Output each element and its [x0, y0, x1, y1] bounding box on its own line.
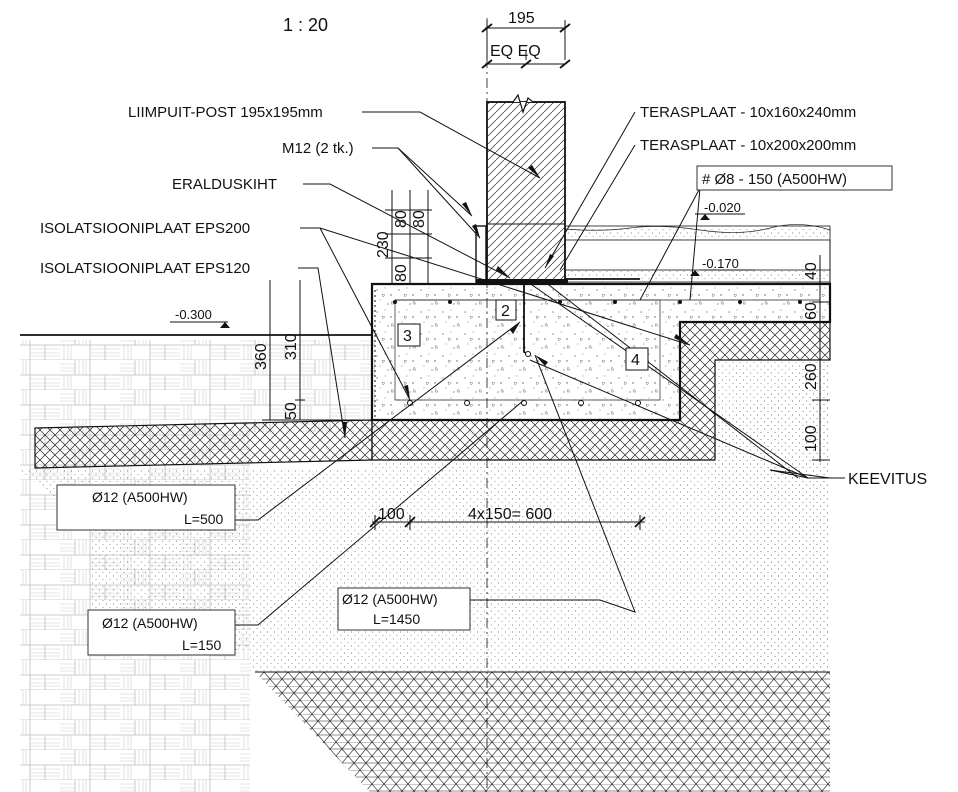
- label-mesh: # Ø8 - 150 (A500HW): [702, 171, 847, 188]
- rebar-1-len: L=500: [184, 511, 224, 527]
- scale-label: 1 : 20: [283, 15, 328, 35]
- dim-100v: 100: [803, 425, 820, 452]
- level-markers: [170, 213, 755, 328]
- label-eps120: ISOLATSIOONIPLAAT EPS120: [40, 260, 250, 277]
- dim-260: 260: [803, 363, 820, 390]
- leader-lines: [235, 111, 845, 626]
- rebar-box-1: [56, 484, 236, 531]
- dim-230: 230: [375, 231, 392, 258]
- dim-60: 60: [803, 302, 820, 320]
- dim-360: 360: [253, 343, 270, 370]
- dim-40: 40: [803, 262, 820, 280]
- marker-4: 4: [631, 352, 640, 369]
- rebar-box-2: [87, 609, 236, 656]
- label-eps200: ISOLATSIOONIPLAAT EPS200: [40, 220, 250, 237]
- marker-2: 2: [501, 303, 510, 320]
- label-plate1: TERASPLAAT - 10x160x240mm: [640, 104, 856, 121]
- level-ground: -0.300: [175, 307, 212, 322]
- rebar-1-dia: Ø12 (A500HW): [92, 489, 188, 505]
- label-welding: KEEVITUS: [848, 471, 927, 488]
- dim-50: 50: [283, 402, 300, 420]
- arrowheads: [342, 165, 690, 438]
- label-separation: ERALDUSKIHT: [172, 176, 277, 193]
- dim-80b: 80: [411, 210, 428, 228]
- rebar-3-len: L=1450: [373, 611, 420, 627]
- post-width-dimension: 195: [508, 10, 535, 27]
- marker-3: 3: [403, 328, 412, 345]
- label-plate2: TERASPLAAT - 10x200x200mm: [640, 137, 856, 154]
- level-slab: -0.170: [702, 256, 739, 271]
- dimension-lines: [262, 20, 830, 530]
- dim-80a: 80: [393, 210, 410, 228]
- level-top: -0.020: [704, 200, 741, 215]
- rebar-cage: [393, 299, 820, 406]
- gravel-layer: [255, 672, 830, 792]
- sand-fill-right: [715, 360, 830, 672]
- dim-310: 310: [283, 333, 300, 360]
- section-markers: [397, 299, 649, 371]
- rebar-box-3: [337, 587, 471, 631]
- mesh-box: [696, 165, 893, 191]
- insulation-eps120: [34, 419, 373, 469]
- dim-80c: 80: [393, 264, 410, 282]
- rebar-3-dia: Ø12 (A500HW): [342, 591, 438, 607]
- steel-plate-vertical: [475, 225, 487, 283]
- label-post: LIIMPUIT-POST 195x195mm: [128, 104, 323, 121]
- rebar-2-len: L=150: [182, 637, 222, 653]
- eq-label: EQ EQ: [490, 43, 541, 60]
- dim-spacing: 4x150= 600: [468, 506, 552, 523]
- dim-100h: 100: [378, 506, 405, 523]
- steel-plate-base: [476, 279, 568, 285]
- label-bolts: M12 (2 tk.): [282, 140, 354, 157]
- rebar-2-dia: Ø12 (A500HW): [102, 615, 198, 631]
